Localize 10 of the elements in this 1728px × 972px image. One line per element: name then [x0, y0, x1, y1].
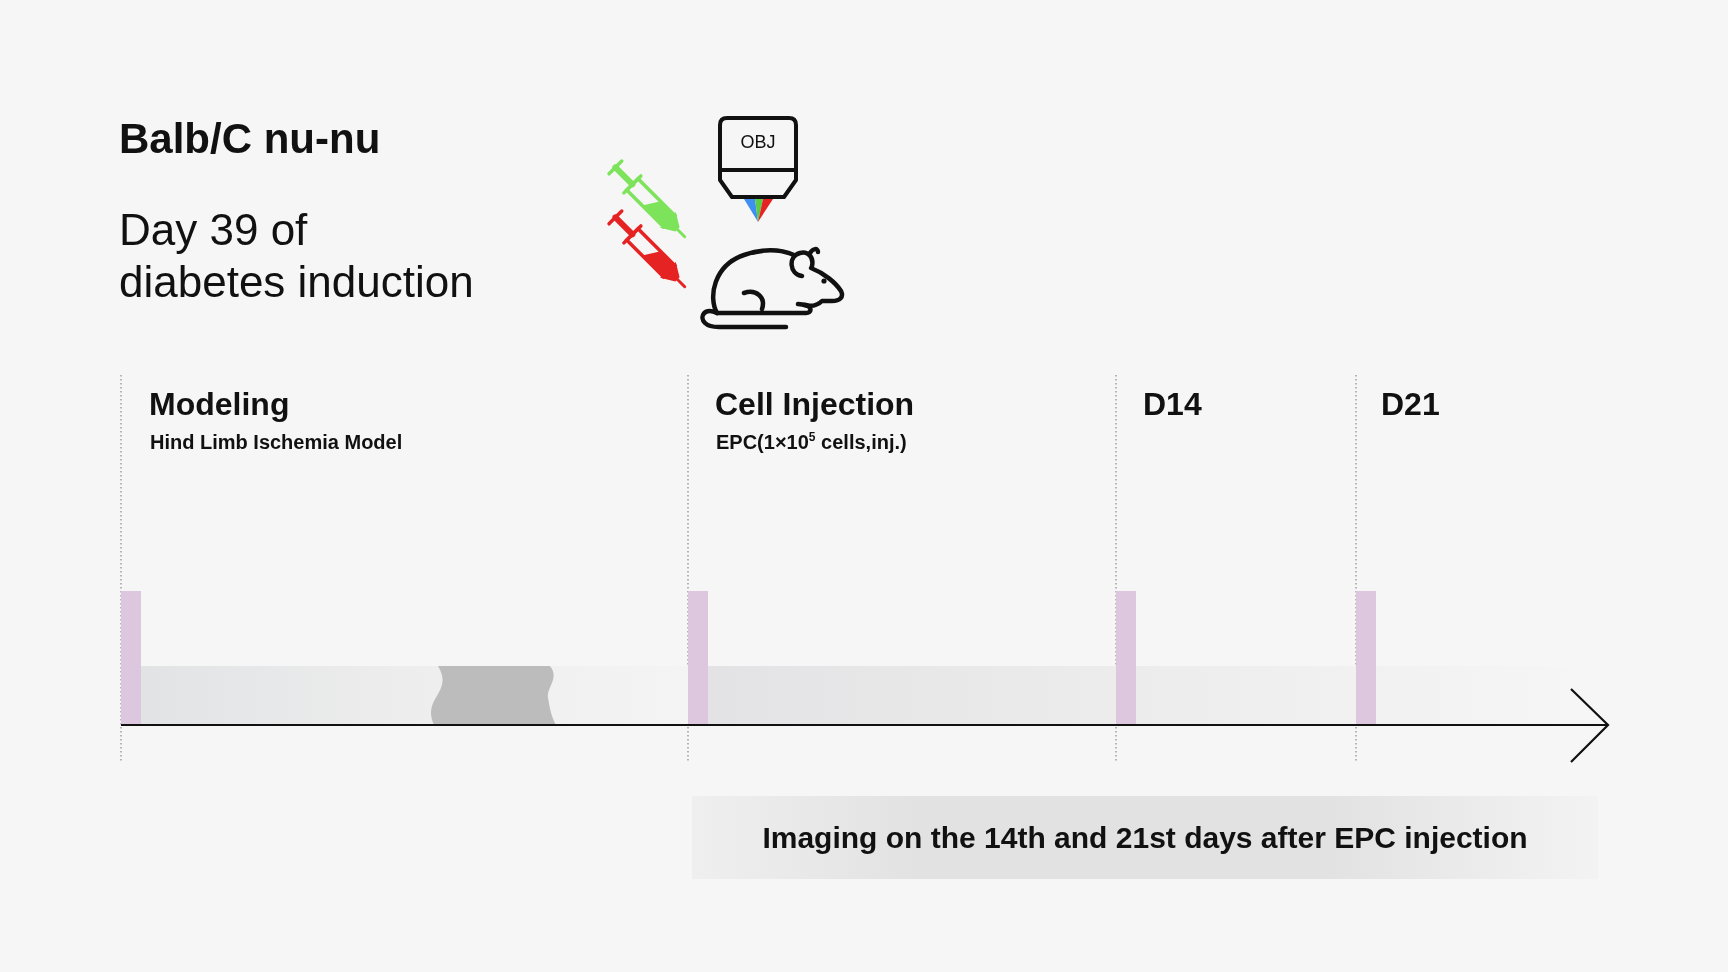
timepoint-heading: D21 [1381, 385, 1440, 424]
phase-heading: Modeling [149, 385, 290, 424]
caption-banner: Imaging on the 14th and 21st days after EPC injection [692, 796, 1598, 879]
phase-description: Hind Limb Ischemia Model [150, 430, 403, 454]
strain-heading: Balb/C nu-nu [119, 114, 381, 164]
objective-label: OBJ [739, 132, 777, 154]
timepoint-heading: D14 [1143, 385, 1202, 424]
phase-heading: Cell Injection [715, 385, 915, 424]
phase-description: EPC(1×10$^{5}$ cells,inj.) [716, 430, 907, 454]
induction-day-note: Day 39 of diabetes induction [119, 204, 475, 308]
